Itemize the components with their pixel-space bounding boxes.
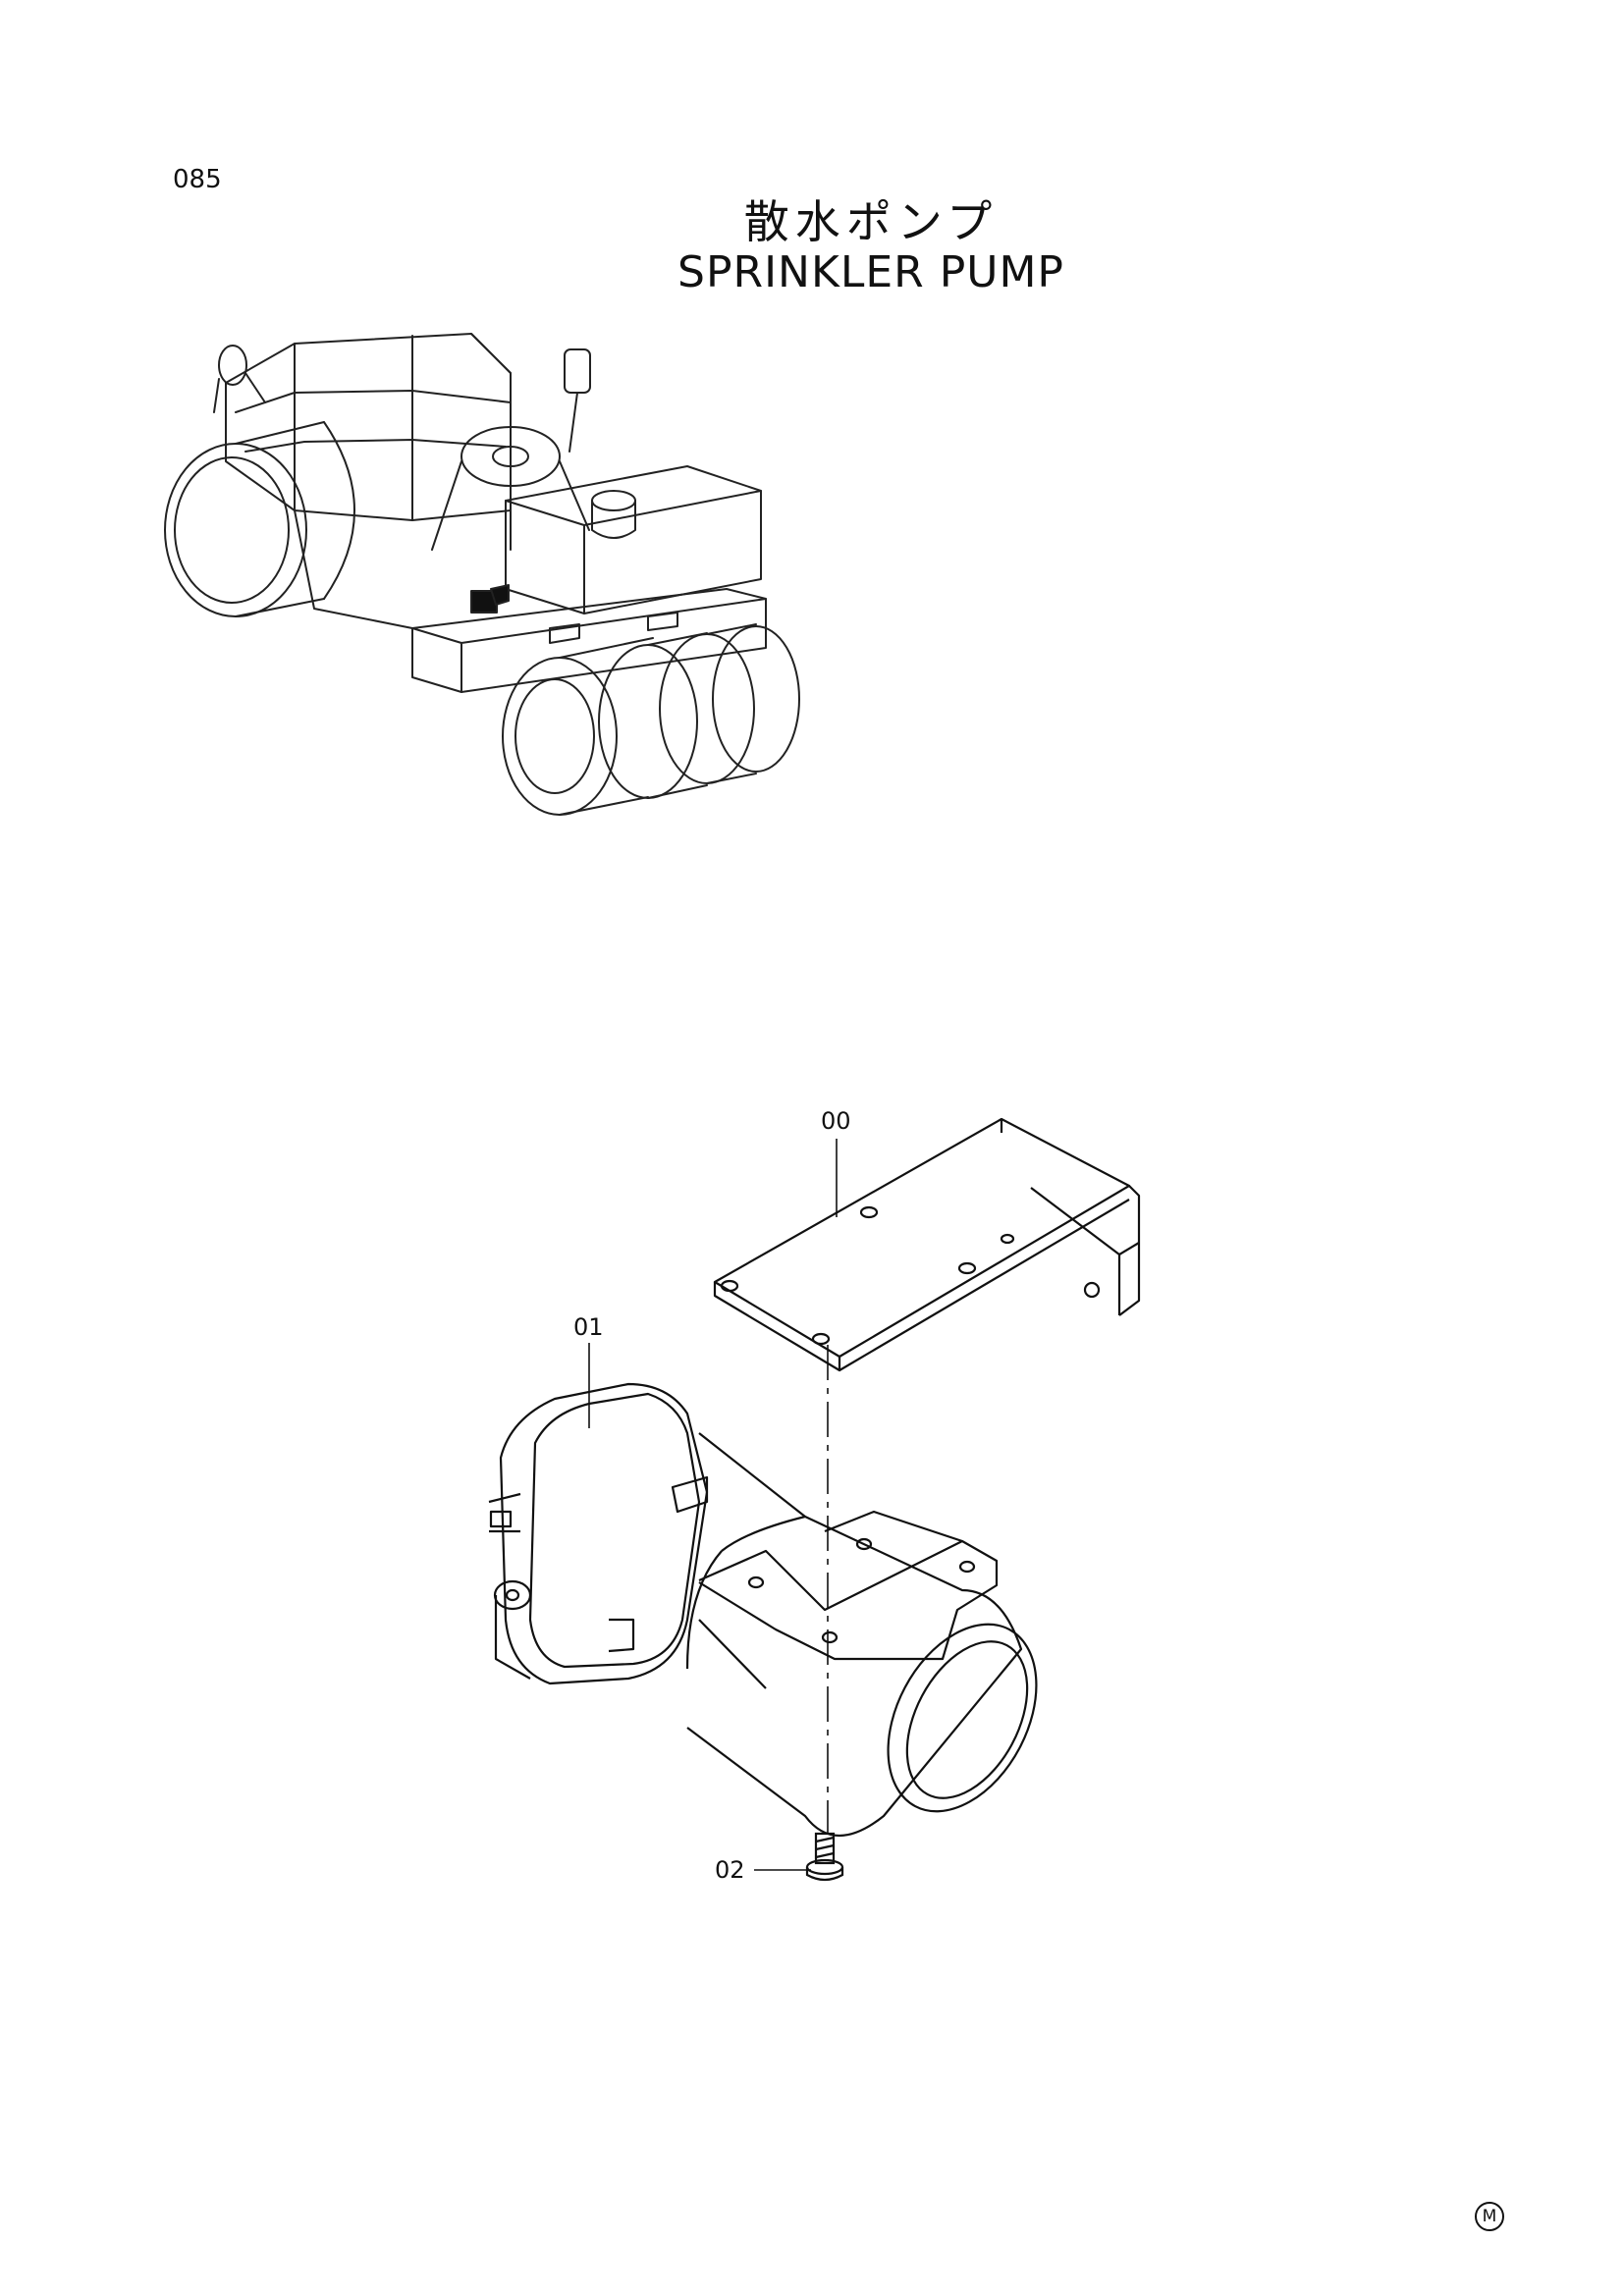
bracket-part-00 <box>713 1117 1141 1372</box>
sprinkler-pump-part-01 <box>488 1382 1038 1837</box>
corner-mark: M <box>1475 2202 1504 2231</box>
page-number: 085 <box>173 165 222 194</box>
page-title-japanese: 散水ポンプ <box>743 195 999 248</box>
callout-part-01: 01 <box>573 1313 604 1341</box>
page-title-english: SPRINKLER PUMP <box>677 247 1064 297</box>
callout-part-00: 00 <box>821 1107 851 1135</box>
callout-part-02: 02 <box>715 1856 745 1884</box>
bolt-part-02 <box>805 1832 844 1882</box>
machine-overview-illustration <box>164 333 800 816</box>
